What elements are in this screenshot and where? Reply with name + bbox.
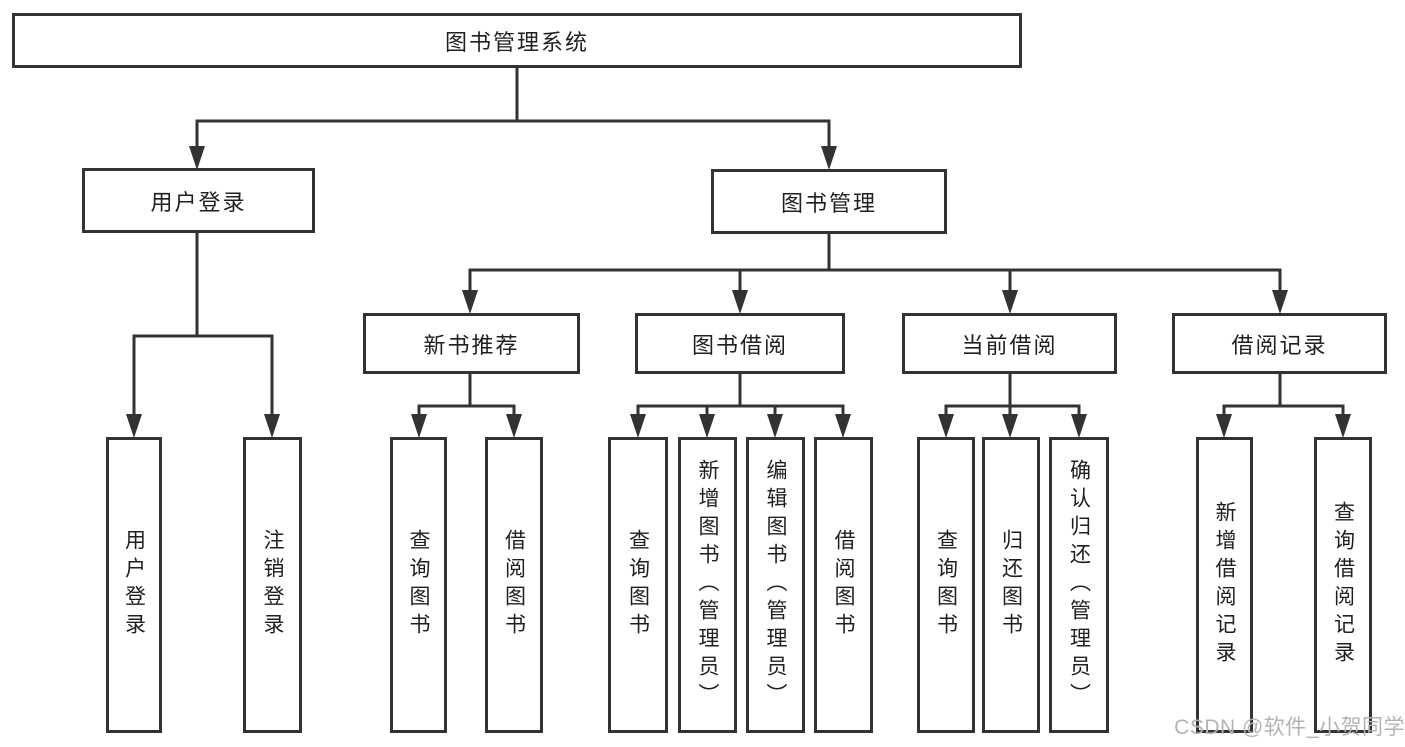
node-root: 图书管理系统	[12, 13, 1022, 68]
node-book-borrow: 图书借阅	[635, 313, 845, 374]
leaf-cb-confirm-return-admin-label: 确认归还（管理员）	[1067, 459, 1091, 711]
node-book-borrow-label: 图书借阅	[691, 332, 788, 358]
node-new-book-recommend-label: 新书推荐	[423, 332, 520, 358]
node-new-book-recommend: 新书推荐	[363, 313, 580, 374]
leaf-bb-borrow-books: 借阅图书	[814, 437, 873, 733]
leaf-bb-add-books-admin-label: 新增图书（管理员）	[696, 459, 719, 711]
leaf-cb-return-books-label: 归还图书	[999, 529, 1023, 641]
csdn-watermark: CSDN @软件_小贺同学	[1174, 716, 1405, 739]
node-user-login: 用户登录	[82, 168, 315, 233]
node-book-management: 图书管理	[711, 169, 947, 234]
node-book-management-label: 图书管理	[780, 190, 877, 216]
leaf-nb-query-books-label: 查询图书	[407, 529, 430, 641]
node-current-borrow: 当前借阅	[902, 313, 1117, 374]
leaf-br-add-record: 新增借阅记录	[1196, 437, 1253, 733]
leaf-br-query-record-label: 查询借阅记录	[1331, 501, 1355, 669]
leaf-cb-query-books-label: 查询图书	[934, 529, 958, 641]
leaf-user-login: 用户登录	[106, 437, 162, 733]
leaf-cb-confirm-return-admin: 确认归还（管理员）	[1049, 437, 1109, 733]
leaf-bb-edit-books-admin-label: 编辑图书（管理员）	[764, 459, 787, 711]
leaf-br-add-record-label: 新增借阅记录	[1213, 501, 1236, 669]
leaf-cb-query-books: 查询图书	[917, 437, 975, 733]
leaf-bb-add-books-admin: 新增图书（管理员）	[678, 437, 737, 733]
node-borrow-records: 借阅记录	[1172, 313, 1387, 374]
leaf-br-query-record: 查询借阅记录	[1314, 437, 1372, 733]
node-root-label: 图书管理系统	[444, 29, 589, 55]
node-borrow-records-label: 借阅记录	[1231, 332, 1328, 358]
leaf-bb-query-books-label: 查询图书	[626, 529, 650, 641]
leaf-user-login-label: 用户登录	[122, 529, 146, 641]
leaf-nb-borrow-books: 借阅图书	[485, 437, 543, 733]
leaf-nb-borrow-books-label: 借阅图书	[502, 529, 526, 641]
leaf-logout-login: 注销登录	[243, 437, 302, 733]
node-current-borrow-label: 当前借阅	[961, 332, 1058, 358]
node-user-login-label: 用户登录	[150, 189, 247, 215]
leaf-nb-query-books: 查询图书	[390, 437, 447, 733]
leaf-cb-return-books: 归还图书	[982, 437, 1040, 733]
leaf-logout-login-label: 注销登录	[261, 529, 284, 641]
leaf-bb-query-books: 查询图书	[608, 437, 668, 733]
leaf-bb-borrow-books-label: 借阅图书	[832, 529, 855, 641]
leaf-bb-edit-books-admin: 编辑图书（管理员）	[746, 437, 805, 733]
